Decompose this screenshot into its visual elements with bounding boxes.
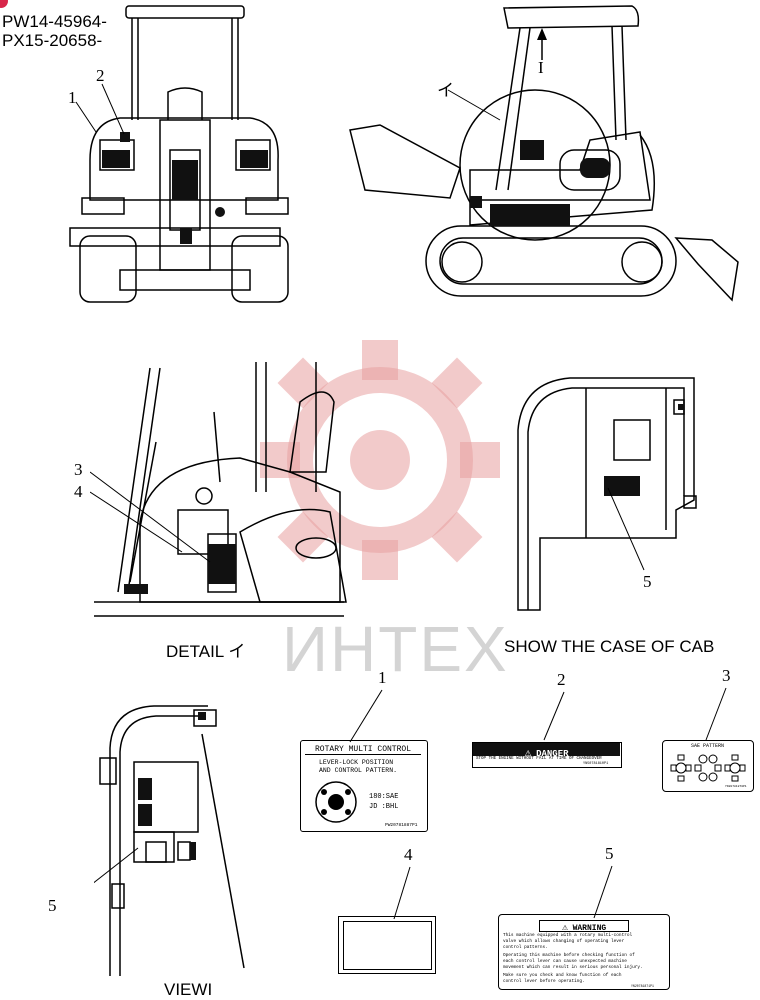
decal-2-part-code: YN50781810P1: [583, 762, 609, 766]
caption-view-i: VIEWI: [164, 980, 213, 999]
decal-3-title: SAE PATTERN: [690, 743, 724, 749]
decal-blank-plate: [338, 916, 436, 974]
decal-5-line: Operating this machine before checking f…: [503, 953, 635, 958]
detail-cab-interior: [90, 362, 347, 617]
caption-cab: SHOW THE CASE OF CAB: [504, 637, 715, 656]
decal-5-line: Make sure you check and know function of…: [503, 973, 622, 978]
callout-label-2: 2: [557, 670, 566, 689]
decal-5-line: movement which can result in serious per…: [503, 965, 643, 970]
callout-detail-a-marker: イ: [437, 81, 454, 100]
callout-cab-5: 5: [643, 572, 652, 591]
decal-1-title: ROTARY MULTI CONTROL: [305, 745, 421, 755]
decal-1-option-sae: 180:SAE: [369, 793, 399, 801]
callout-detail-3: 3: [74, 460, 83, 479]
view-i-cab-pillar: [94, 705, 245, 976]
excavator-front-view: [69, 5, 289, 303]
decal-5-title: WARNING: [572, 924, 607, 933]
serial-range-1: PW14-45964-: [2, 12, 107, 31]
decal-sae-pattern: SAE PATTERN YN20781870P1: [662, 740, 754, 792]
decal-2-text: STOP THE ENGINE WITHOUT FAIL AT TIME OF …: [476, 757, 602, 761]
rotary-dial-icon: [315, 781, 357, 823]
control-pattern-diagram: [670, 754, 746, 782]
excavator-side-view: [349, 5, 739, 302]
warning-triangle-icon: ⚠: [524, 749, 532, 758]
decal-1-part-code: PW20781887P1: [385, 823, 418, 828]
decal-5-line: control lever before operating.: [503, 979, 585, 984]
cab-side-view: [517, 377, 697, 611]
decal-1-option-bhl: JD :BHL: [369, 803, 399, 811]
callout-front-2: 2: [96, 66, 105, 85]
callout-front-1: 1: [68, 88, 77, 107]
callout-detail-4: 4: [74, 482, 83, 501]
decal-1-line2: AND CONTROL PATTERN.: [319, 767, 398, 774]
decal-5-line: valve which allows changing of operating…: [503, 939, 625, 944]
leader-label-1: [349, 689, 383, 743]
decal-3-part-code: YN20781870P1: [725, 785, 747, 788]
decal-5-line: control patterns.: [503, 945, 548, 950]
decal-2-header: ⚠ DANGER: [473, 743, 620, 759]
callout-label-3: 3: [722, 666, 731, 685]
leader-label-2: [543, 691, 565, 741]
leader-label-5: [593, 865, 613, 919]
callout-label-5: 5: [605, 844, 614, 863]
caption-detail: DETAIL イ: [166, 642, 246, 661]
decal-2-title: DANGER: [536, 749, 569, 759]
leader-label-4: [393, 866, 411, 920]
warning-triangle-icon: ⚠: [561, 925, 569, 932]
decal-1-line1: LEVER-LOCK POSITION: [319, 759, 394, 766]
decal-warning: ⚠ WARNING This machine equipped with a r…: [498, 914, 670, 990]
decal-5-part-code: YN20781871P1: [631, 984, 654, 988]
decal-5-line: each control lever can cause unexpected …: [503, 959, 627, 964]
callout-view-5: 5: [48, 896, 57, 915]
decal-5-header: ⚠ WARNING: [539, 920, 629, 933]
callout-label-1: 1: [378, 668, 387, 687]
callout-label-4: 4: [404, 845, 413, 864]
serial-range-2: PX15-20658-: [2, 31, 103, 50]
decal-danger: ⚠ DANGER STOP THE ENGINE WITHOUT FAIL AT…: [472, 742, 622, 768]
leader-label-3: [705, 687, 727, 741]
decal-5-line: This machine equipped with a rotary mult…: [503, 933, 633, 938]
callout-view-i-marker: I: [538, 58, 544, 77]
decal-rotary-multi-control: ROTARY MULTI CONTROL LEVER-LOCK POSITION…: [300, 740, 428, 832]
decal-4-inner-border: [343, 921, 432, 970]
watermark-text: ИНТЕХ: [282, 613, 509, 685]
corner-badge: [0, 0, 8, 8]
